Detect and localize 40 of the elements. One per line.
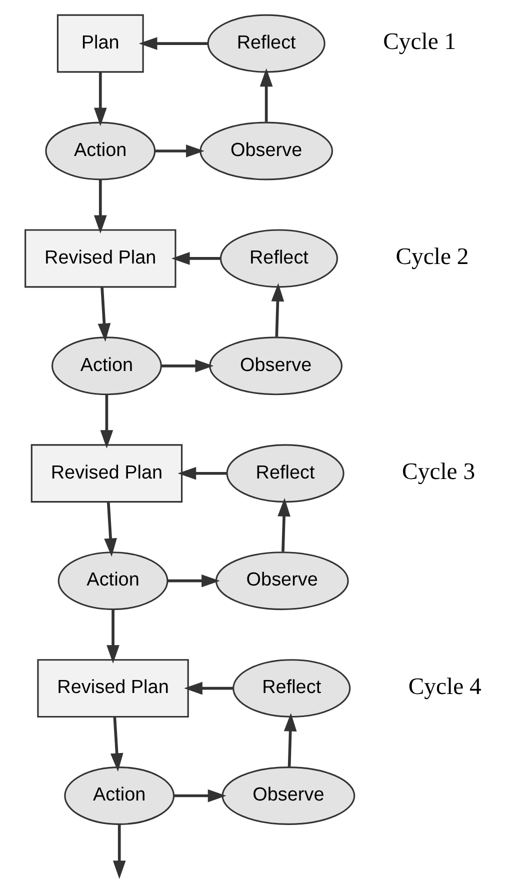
node-box: Revised Plan <box>37 659 189 718</box>
node-box: Revised Plan <box>24 229 176 288</box>
arrow <box>174 789 226 802</box>
arrow <box>284 712 297 767</box>
arrow <box>110 717 124 772</box>
node-ellipse: Action <box>51 336 162 396</box>
node-ellipse: Observe <box>215 552 349 610</box>
node-ellipse: Reflect <box>232 659 351 718</box>
arrow <box>100 394 114 449</box>
node-box: Plan <box>56 14 144 73</box>
node-ellipse: Action <box>58 552 168 610</box>
arrow <box>162 359 214 372</box>
arrow <box>184 682 234 695</box>
node-ellipse: Action <box>64 766 175 825</box>
arrow <box>106 610 120 664</box>
node-ellipse: Observe <box>209 336 343 396</box>
arrow <box>260 68 273 122</box>
node-ellipse: Action <box>45 122 156 180</box>
label: Cycle 2 <box>396 244 469 270</box>
label: Cycle 1 <box>383 29 456 56</box>
arrow <box>98 287 111 342</box>
arrow <box>271 283 284 337</box>
arrow <box>178 466 227 480</box>
arrow <box>171 252 220 265</box>
arrow <box>94 180 107 234</box>
arrow <box>104 502 117 557</box>
node-box: Revised Plan <box>30 444 183 503</box>
node-ellipse: Observe <box>200 122 334 180</box>
arrow <box>168 574 220 588</box>
node-ellipse: Reflect <box>207 14 326 73</box>
node-ellipse: Observe <box>222 766 356 825</box>
node-ellipse: Reflect <box>226 444 344 503</box>
arrow <box>94 72 107 126</box>
label: Cycle 3 <box>402 458 476 485</box>
arrow <box>112 824 126 879</box>
arrow <box>138 37 208 50</box>
label: Cycle 4 <box>408 674 482 700</box>
node-ellipse: Reflect <box>220 229 338 288</box>
arrow <box>155 144 204 158</box>
arrow <box>278 498 290 552</box>
